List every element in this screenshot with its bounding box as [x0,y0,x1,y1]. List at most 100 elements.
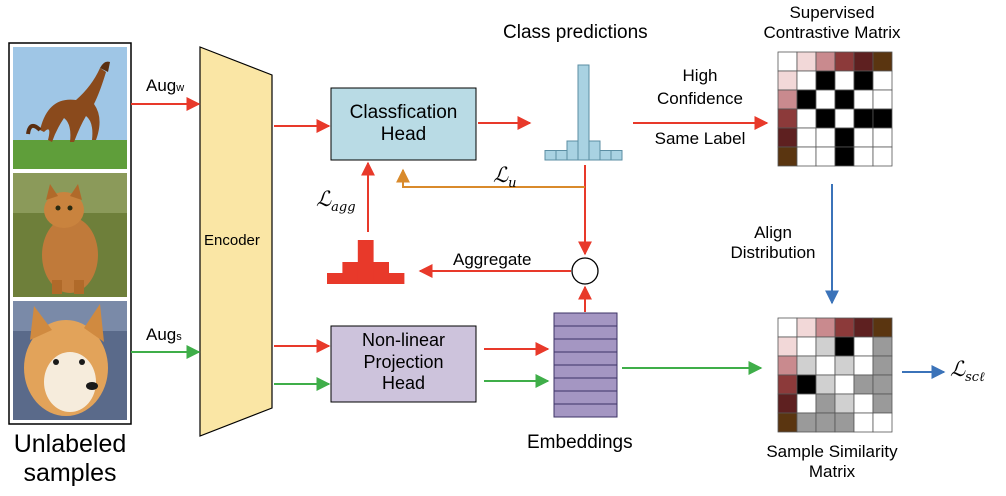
matrix-cell [796,127,817,148]
matrix-cell [834,127,855,148]
matrix-cell [815,317,836,338]
sample-similarity-matrix [777,317,893,433]
classification-head-box [330,87,477,161]
class-prediction-histogram [544,64,623,161]
embeddings-stack [553,312,618,418]
matrix-cell [777,70,798,91]
matrix-cell [777,108,798,129]
arrow-loss-u [396,168,585,188]
matrix-cell [815,336,836,357]
matrix-cell [853,146,874,167]
embedding-row [553,338,618,353]
aggregated-bar [357,240,374,284]
matrix-cell [834,89,855,110]
matrix-cell [834,412,855,433]
matrix-cell [815,393,836,414]
embedding-row [553,312,618,327]
aggregated-bar [327,273,343,284]
classification-head-label: Classfication Head [349,102,458,145]
embeddings-label: Embeddings [527,432,633,453]
cat-image [13,173,127,297]
matrix-cell [796,412,817,433]
aggregated-bar [373,262,389,284]
matrix-cell [834,317,855,338]
matrix-cell [872,89,893,110]
embedding-row [553,403,618,418]
matrix-cell [853,374,874,395]
aggregated-bar [388,273,405,284]
matrix-cell [853,51,874,72]
matrix-cell [777,355,798,376]
matrix-cell [796,355,817,376]
matrix-cell [796,108,817,129]
matrix-cell [815,374,836,395]
prediction-bar [588,140,601,161]
embedding-row [553,351,618,366]
matrix-cell [796,89,817,110]
matrix-cell [777,146,798,167]
encoder-label: Encoder [204,232,260,249]
encoder-block [199,46,273,437]
matrix-cell [815,89,836,110]
input-caption-line2: samples [23,458,117,487]
matrix-cell [834,393,855,414]
prediction-bar [577,64,590,161]
matrix-cell [853,412,874,433]
matrix-cell [872,70,893,91]
matrix-cell [777,89,798,110]
matrix-cell [853,336,874,357]
matrix-cell [834,336,855,357]
matrix-cell [872,51,893,72]
matrix-cell [853,127,874,148]
matrix-cell [796,70,817,91]
strong-aug-label: Augs [146,325,182,344]
matrix-cell [796,51,817,72]
loss-scl-label: ℒscℓ [950,357,985,386]
matrix-cell [853,355,874,376]
high-confidence-label: High Confidence [656,66,743,108]
dog-image [13,301,127,420]
matrix-cell [872,336,893,357]
align-distribution-label: Align Distribution [730,223,816,263]
matrix-cell [853,317,874,338]
matrix-cell [815,412,836,433]
prediction-bar [544,150,557,161]
matrix-cell [834,70,855,91]
input-samples-frame [8,42,132,425]
matrix-cell [853,89,874,110]
matrix-cell [777,412,798,433]
matrix-cell [872,412,893,433]
matrix-cell [777,51,798,72]
matrix-cell [834,355,855,376]
embedding-row [553,390,618,405]
input-caption-line1: Unlabeled [13,430,127,458]
matrix-cell [796,336,817,357]
embedding-row [553,325,618,340]
matrix-cell [796,317,817,338]
prediction-bar [555,150,568,161]
projection-head-box [330,325,477,403]
matrix-cell [872,355,893,376]
matrix-cell [796,374,817,395]
projection-head-label: Non-linear Projection Head [361,330,446,394]
class-predictions-label: Class predictions [503,22,648,43]
loss-agg-label: ℒagg [316,187,356,216]
aggregate-label: Aggregate [453,250,532,269]
prediction-bar [610,150,623,161]
matrix-cell [815,70,836,91]
matrix-cell [815,146,836,167]
prediction-bar [599,150,612,161]
matrix-cell [853,393,874,414]
matrix-cell [815,355,836,376]
matrix-cell [777,127,798,148]
matrix-cell [872,146,893,167]
supervised-matrix-title: Supervised Contrastive Matrix [763,3,901,43]
matrix-cell [796,146,817,167]
matrix-cell [815,51,836,72]
matrix-cell [872,374,893,395]
matrix-cell [777,374,798,395]
embedding-row [553,377,618,392]
similarity-matrix-title: Sample Similarity Matrix [766,442,898,482]
matrix-cell [777,393,798,414]
